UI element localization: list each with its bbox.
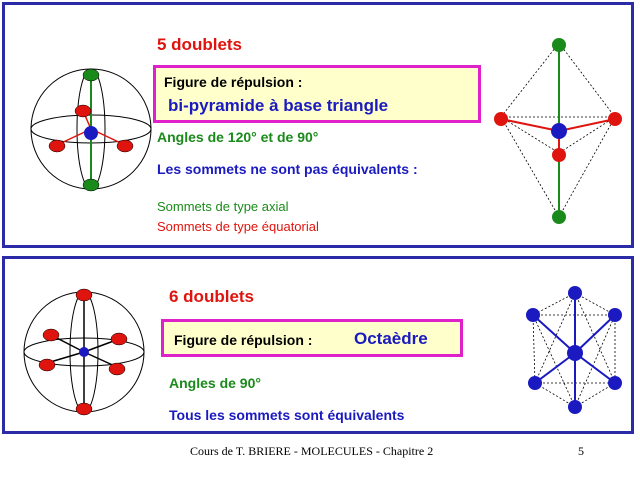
bipyramid-diagram bbox=[494, 38, 622, 224]
panel-5-doublets: 5 doublets Figure de répulsion : bi-pyra… bbox=[2, 2, 634, 248]
sphere-diagram-5 bbox=[30, 68, 152, 192]
slide2-sommets: Tous les sommets sont équivalents bbox=[169, 407, 405, 423]
figure-box-5: Figure de répulsion : bi-pyramide à base… bbox=[153, 65, 481, 123]
panel-6-doublets: 6 doublets Figure de répulsion : Octaèdr… bbox=[2, 256, 634, 434]
axial-label: Sommets de type axial bbox=[157, 199, 289, 214]
figure-value: bi-pyramide à base triangle bbox=[168, 96, 389, 115]
slide1-angles: Angles de 120° et de 90° bbox=[157, 129, 319, 145]
slide2-angles: Angles de 90° bbox=[169, 375, 261, 391]
footer-text: Cours de T. BRIERE - MOLECULES - Chapitr… bbox=[190, 444, 434, 458]
sphere-diagram-6 bbox=[23, 288, 145, 416]
figure-box-6: Figure de répulsion : Octaèdre bbox=[161, 319, 463, 357]
figure-value-2: Octaèdre bbox=[354, 329, 428, 348]
octahedron-diagram bbox=[526, 286, 622, 414]
page-number: 5 bbox=[578, 444, 584, 458]
slide1-sommets: Les sommets ne sont pas équivalents : bbox=[157, 161, 418, 177]
equatorial-label: Sommets de type équatorial bbox=[157, 219, 319, 234]
slide1-title: 5 doublets bbox=[157, 35, 243, 54]
figure-label: Figure de répulsion : bbox=[164, 74, 303, 90]
figure-label-2: Figure de répulsion : bbox=[174, 332, 313, 348]
slide2-title: 6 doublets bbox=[169, 287, 255, 306]
